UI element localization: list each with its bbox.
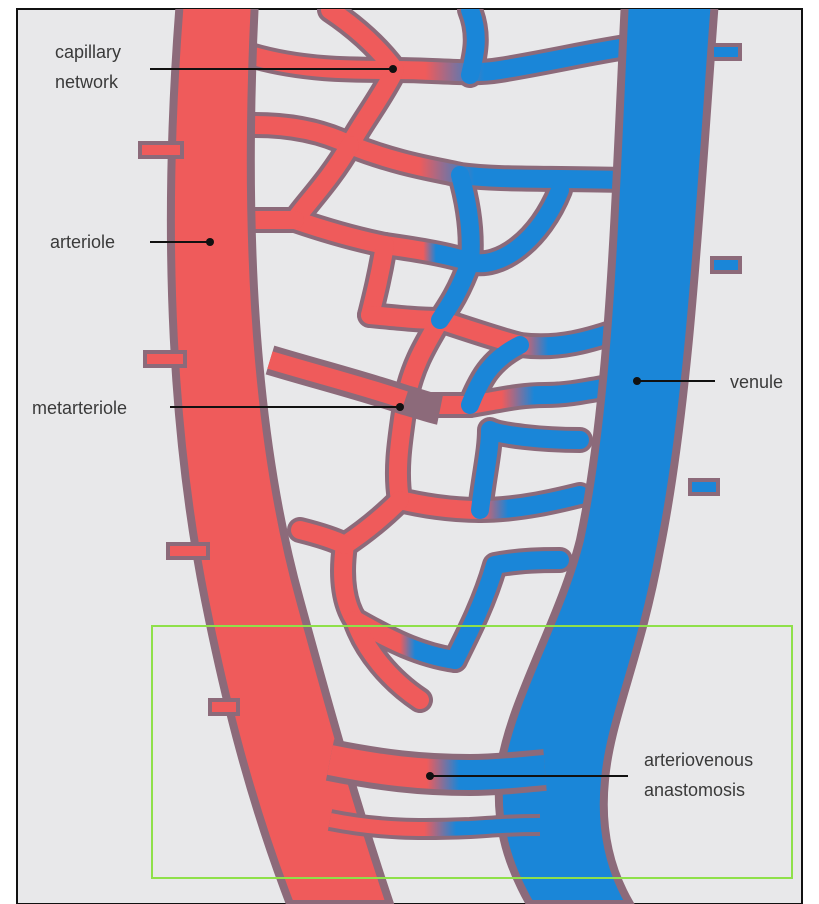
venule-label: venule — [730, 372, 783, 392]
capillary-network-label-line1: capillary — [55, 42, 121, 62]
arteriole-label: arteriole — [50, 232, 115, 252]
capillary-network-label-line2: network — [55, 72, 119, 92]
anastomosis-label-line1: arteriovenous — [644, 750, 753, 770]
anastomosis-label-line2: anastomosis — [644, 780, 745, 800]
metarteriole-label: metarteriole — [32, 398, 127, 418]
